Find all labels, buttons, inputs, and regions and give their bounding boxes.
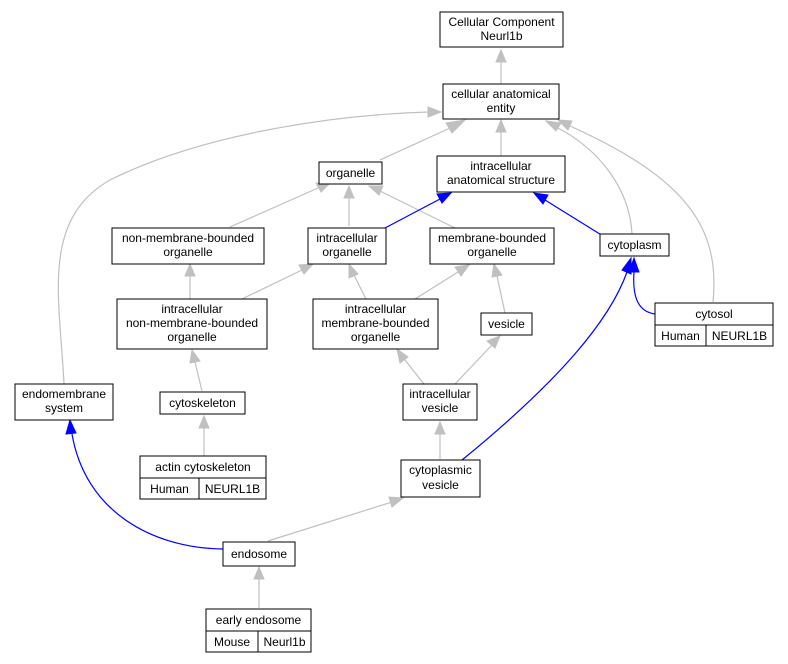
species-label: Mouse xyxy=(214,635,250,649)
node-label-line: organelle xyxy=(326,166,376,180)
edge-inmbo-to-nmbo xyxy=(184,262,196,299)
node-cytoskeleton[interactable]: cytoskeleton xyxy=(159,391,246,415)
node-intracellular-anatomical-structure[interactable]: intracellular anatomical structure xyxy=(436,155,566,193)
gene-label: Neurl1b xyxy=(263,635,305,649)
node-intracellular-organelle[interactable]: intracellular organelle xyxy=(307,227,387,265)
edge-endosome-to-endomembrane xyxy=(65,418,224,550)
annotation-gene-cell: NEURL1B xyxy=(705,324,774,347)
node-actin-cytoskeleton[interactable]: actin cytoskeleton Human NEURL1B xyxy=(139,455,267,500)
annotation-gene-cell: Neurl1b xyxy=(257,630,312,653)
species-label: Human xyxy=(661,329,700,343)
annotation-species-cell: Human xyxy=(139,477,200,500)
node-cytoplasm[interactable]: cytoplasm xyxy=(599,233,670,257)
node-label-line: organelle xyxy=(351,330,401,344)
node-label-line: intracellular xyxy=(409,387,470,401)
edge-cytoplasm-to-ias xyxy=(532,192,604,237)
node-cytoplasmic-vesicle[interactable]: cytoplasmic vesicle xyxy=(400,459,481,498)
edge-io-to-organelle xyxy=(343,184,355,226)
edge-early-to-endosome xyxy=(253,565,265,608)
edge-ias-to-cae xyxy=(495,118,507,156)
node-vesicle[interactable]: vesicle xyxy=(480,312,533,336)
node-label-line: non-membrane-bounded xyxy=(126,316,258,330)
node-label-line: membrane-bounded xyxy=(438,231,546,245)
node-label-line: organelle xyxy=(163,245,213,259)
node-label-line: actin cytoskeleton xyxy=(155,460,250,474)
gene-label: NEURL1B xyxy=(205,482,260,496)
edge-cv-to-iv xyxy=(434,420,446,459)
node-label-line: system xyxy=(45,401,83,415)
node-label-line: cellular anatomical xyxy=(451,87,550,101)
node-non-membrane-bounded-organelle[interactable]: non-membrane-bounded organelle xyxy=(111,227,265,265)
node-label-line: anatomical structure xyxy=(447,173,555,187)
node-cellular-component-neurl1b[interactable]: Cellular Component Neurl1b xyxy=(439,11,564,48)
edge-cv-to-cytoplasm xyxy=(461,256,632,461)
node-label-line: Neurl1b xyxy=(480,29,522,43)
node-label-line: cytoplasmic xyxy=(409,463,472,477)
node-label-line: endomembrane xyxy=(22,387,106,401)
node-cytosol[interactable]: cytosol Human NEURL1B xyxy=(654,302,774,347)
node-label-line: intracellular xyxy=(161,302,222,316)
edge-iv-to-imbo xyxy=(396,347,425,385)
node-label-line: vesicle xyxy=(422,478,459,492)
node-intracellular-non-membrane-bounded-organelle[interactable]: intracellular non-membrane-bounded organ… xyxy=(116,298,268,350)
edge-iv-to-vesicle xyxy=(454,335,501,385)
edge-io-to-ias xyxy=(384,192,453,229)
node-intracellular-membrane-bounded-organelle[interactable]: intracellular membrane-bounded organelle xyxy=(312,298,439,350)
edge-inmbo-to-io xyxy=(241,263,315,300)
node-organelle[interactable]: organelle xyxy=(318,161,383,185)
annotation-gene-cell: NEURL1B xyxy=(198,477,267,500)
node-label-line: Cellular Component xyxy=(448,15,555,29)
gene-cell-bg xyxy=(198,477,267,500)
node-endosome[interactable]: endosome xyxy=(222,541,296,567)
edges xyxy=(57,48,715,608)
node-cellular-anatomical-entity[interactable]: cellular anatomical entity xyxy=(442,83,560,120)
node-label-line: early endosome xyxy=(216,613,302,627)
node-label-line: cytoskeleton xyxy=(169,396,236,410)
edge-organelle-to-cae xyxy=(379,119,467,161)
node-label-line: endosome xyxy=(231,547,287,561)
node-label-line: organelle xyxy=(322,245,372,259)
nodes: Cellular Component Neurl1b cellular anat… xyxy=(14,11,774,653)
edge-imbo-to-mbo xyxy=(414,264,471,300)
annotation-species-cell: Mouse xyxy=(205,630,259,653)
edge-vesicle-to-mbo xyxy=(491,262,506,314)
edge-nmbo-to-organelle xyxy=(229,182,332,228)
annotation-species-cell: Human xyxy=(654,324,707,347)
node-label-line: intracellular xyxy=(316,231,377,245)
edge-cytoplasm-to-cae xyxy=(544,120,633,235)
edge-actin-to-cytoskeleton xyxy=(198,414,210,456)
node-label-line: vesicle xyxy=(488,317,525,331)
edge-endomembrane-to-cae xyxy=(57,106,443,385)
gene-cell-bg xyxy=(705,324,774,347)
gene-label: NEURL1B xyxy=(712,329,767,343)
node-label-line: membrane-bounded xyxy=(321,316,429,330)
edge-endosome-to-cv xyxy=(267,496,405,542)
node-label-line: cytoplasm xyxy=(607,238,661,252)
node-label-line: cytosol xyxy=(695,307,732,321)
gene-cell-bg xyxy=(257,630,312,653)
node-early-endosome[interactable]: early endosome Mouse Neurl1b xyxy=(205,608,312,653)
edge-cytosol-to-cae xyxy=(556,119,715,303)
node-membrane-bounded-organelle[interactable]: membrane-bounded organelle xyxy=(429,227,555,265)
node-label-line: intracellular xyxy=(470,159,531,173)
node-label-line: intracellular xyxy=(345,302,406,316)
species-label: Human xyxy=(150,482,189,496)
edge-mbo-to-organelle xyxy=(367,185,460,231)
node-intracellular-vesicle[interactable]: intracellular vesicle xyxy=(402,383,478,421)
edge-cytosol-to-cytoplasm xyxy=(628,256,656,315)
node-label-line: organelle xyxy=(167,330,217,344)
edge-imbo-to-io xyxy=(348,262,367,300)
edge-cae-to-root xyxy=(495,48,507,84)
node-label-line: vesicle xyxy=(422,401,459,415)
node-label-line: non-membrane-bounded xyxy=(122,231,254,245)
node-endomembrane-system[interactable]: endomembrane system xyxy=(14,383,114,421)
edge-cytoskeleton-to-inmbo xyxy=(189,348,203,392)
node-label-line: entity xyxy=(487,101,516,115)
node-label-line: organelle xyxy=(467,245,517,259)
